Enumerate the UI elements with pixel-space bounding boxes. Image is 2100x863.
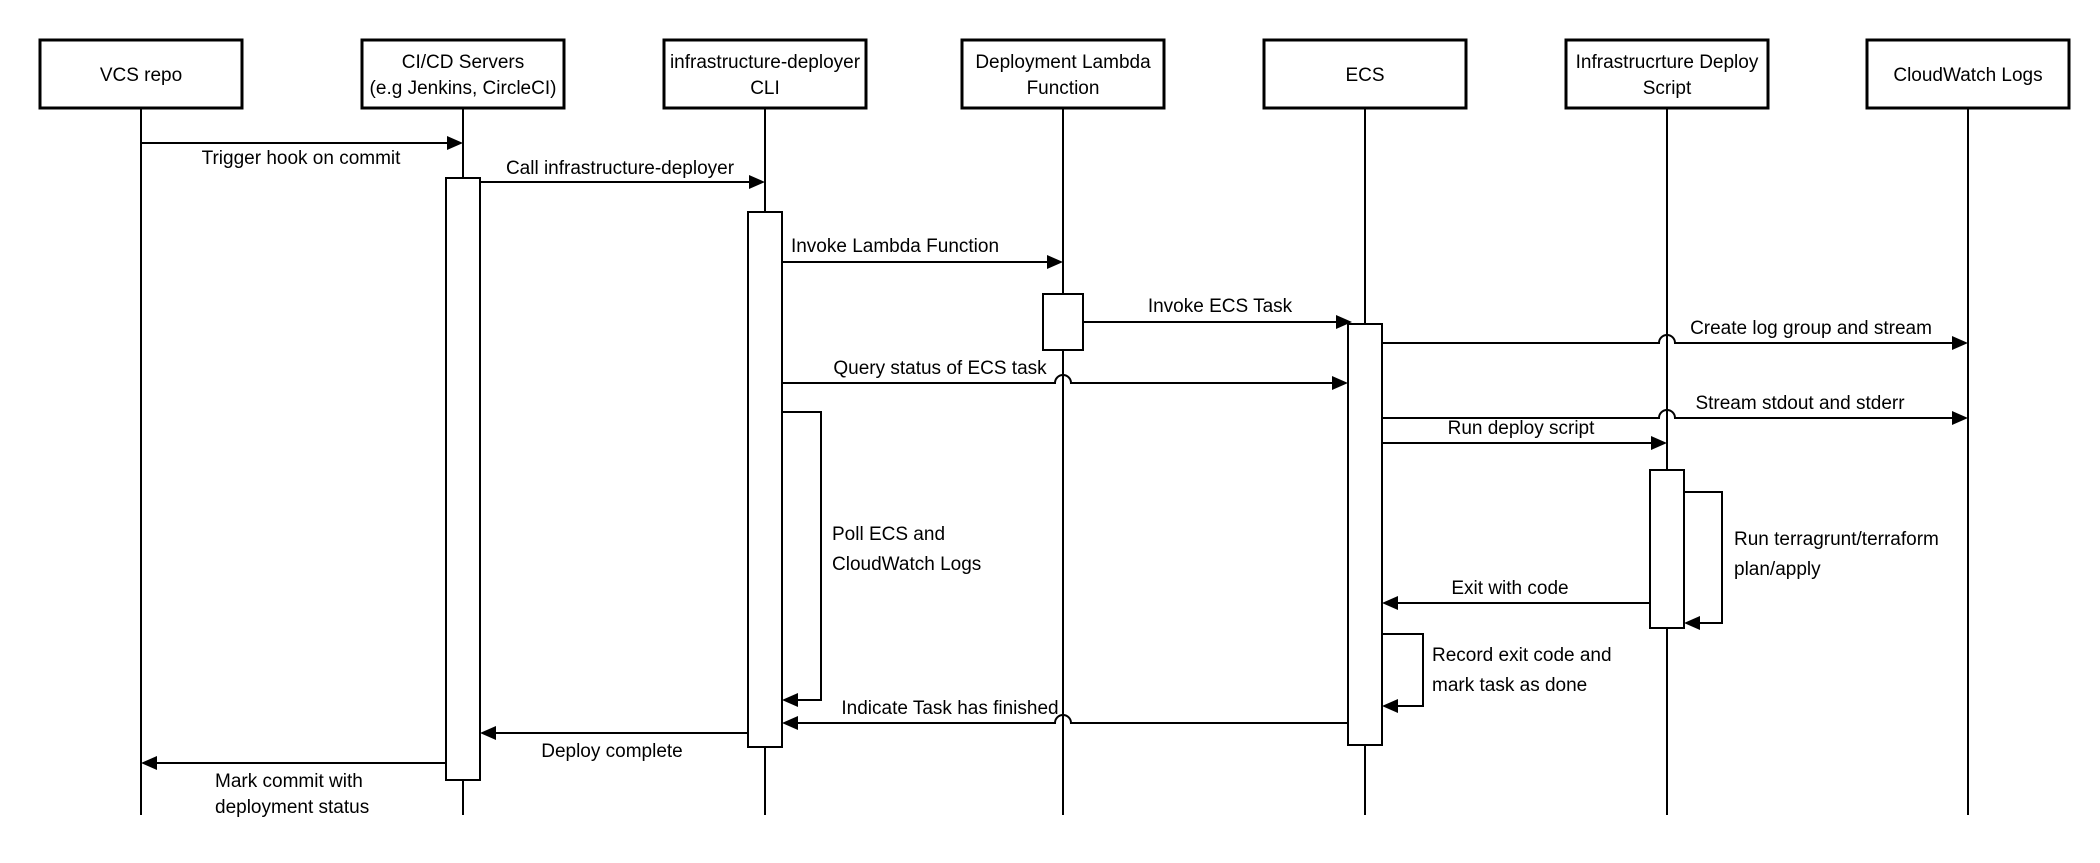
activation-bar-cicd (445, 177, 481, 781)
message-label-mark-commit-line2: deployment status (215, 797, 369, 818)
message-label-invoke-ecs-task: Invoke ECS Task (1148, 296, 1293, 317)
arrowhead-icon (1382, 699, 1398, 713)
actor-cloudwatch: CloudWatch Logs (1865, 38, 2071, 110)
activation-bar-ecs (1347, 323, 1383, 746)
arrowhead-icon (1332, 376, 1348, 390)
actor-deploy-script-label-line1: Infrastrucrture Deploy (1576, 52, 1759, 73)
self-loop-terragrunt (1684, 491, 1723, 624)
message-label-poll-line1: Poll ECS and (832, 524, 945, 545)
message-arrow-stream-stdout (1382, 409, 1954, 419)
arrowhead-icon (141, 756, 157, 770)
message-label-query-status: Query status of ECS task (833, 358, 1047, 379)
actor-lambda-label-line1: Deployment Lambda (975, 52, 1151, 73)
message-label-task-finished: Indicate Task has finished (841, 698, 1058, 719)
actor-lambda: Deployment Lambda Function (960, 38, 1166, 110)
arrowhead-icon (782, 693, 798, 707)
actor-cloudwatch-box (1865, 38, 2071, 110)
actor-ecs-box (1262, 38, 1468, 110)
actor-cloudwatch-label: CloudWatch Logs (1893, 65, 2042, 86)
actor-cli: infrastructure-deployer CLI (662, 38, 868, 110)
activation-bar-cli (747, 211, 783, 748)
arrowhead-icon (749, 175, 765, 189)
actor-vcs-label: VCS repo (100, 65, 182, 86)
arrowhead-icon (782, 716, 798, 730)
message-arrow-query-status (782, 374, 1334, 384)
message-arrow-task-finished (796, 714, 1348, 724)
actor-vcs: VCS repo (38, 38, 244, 110)
message-label-record-exit-line1: Record exit code and (1432, 645, 1612, 666)
message-label-invoke-lambda: Invoke Lambda Function (791, 236, 999, 257)
arrowhead-icon (1047, 255, 1063, 269)
activation-bar-deploy (1649, 469, 1685, 629)
message-label-trigger-hook: Trigger hook on commit (202, 148, 402, 169)
message-label-record-exit-line2: mark task as done (1432, 675, 1587, 696)
message-label-deploy-complete: Deploy complete (541, 741, 683, 762)
arrowhead-icon (1952, 411, 1968, 425)
actor-lambda-box (960, 38, 1166, 110)
actor-ecs: ECS (1262, 38, 1468, 110)
message-label-mark-commit-line1: Mark commit with (215, 771, 363, 792)
arrowhead-icon (447, 136, 463, 150)
arrowhead-icon (1336, 315, 1352, 329)
arrowhead-icon (480, 726, 496, 740)
actor-cicd-box (360, 38, 566, 110)
message-label-create-log-group: Create log group and stream (1690, 318, 1932, 339)
message-label-terragrunt-line2: plan/apply (1734, 559, 1821, 580)
actor-vcs-box (38, 38, 244, 110)
actor-cicd-label-line1: CI/CD Servers (402, 52, 524, 73)
arrowhead-icon (1684, 616, 1700, 630)
arrowhead-icon (1382, 596, 1398, 610)
actor-cli-label-line2: CLI (750, 78, 780, 99)
activation-bar-lambda (1042, 293, 1084, 351)
message-label-call-deployer: Call infrastructure-deployer (506, 158, 735, 179)
self-loop-poll-ecs (782, 411, 822, 701)
actor-deploy-script-label-line2: Script (1643, 78, 1692, 99)
actor-cicd-label-line2: (e.g Jenkins, CircleCI) (370, 78, 557, 99)
message-label-poll-line2: CloudWatch Logs (832, 554, 981, 575)
message-label-run-deploy-script: Run deploy script (1448, 418, 1596, 439)
actor-cli-label-line1: infrastructure-deployer (670, 52, 861, 73)
message-label-terragrunt-line1: Run terragrunt/terraform (1734, 529, 1939, 550)
arrowhead-icon (1651, 436, 1667, 450)
message-arrow-create-log-group (1382, 334, 1954, 344)
actor-ecs-label: ECS (1345, 65, 1384, 86)
actor-deploy-script: Infrastrucrture Deploy Script (1564, 38, 1770, 110)
actor-deploy-script-box (1564, 38, 1770, 110)
message-label-stream-stdout: Stream stdout and stderr (1695, 393, 1905, 414)
arrowhead-icon (1952, 336, 1968, 350)
actor-cicd: CI/CD Servers (e.g Jenkins, CircleCI) (360, 38, 566, 110)
message-label-exit-with-code: Exit with code (1451, 578, 1568, 599)
self-loop-record-exit-code (1382, 633, 1424, 707)
actor-cli-box (662, 38, 868, 110)
actor-lambda-label-line2: Function (1027, 78, 1100, 99)
